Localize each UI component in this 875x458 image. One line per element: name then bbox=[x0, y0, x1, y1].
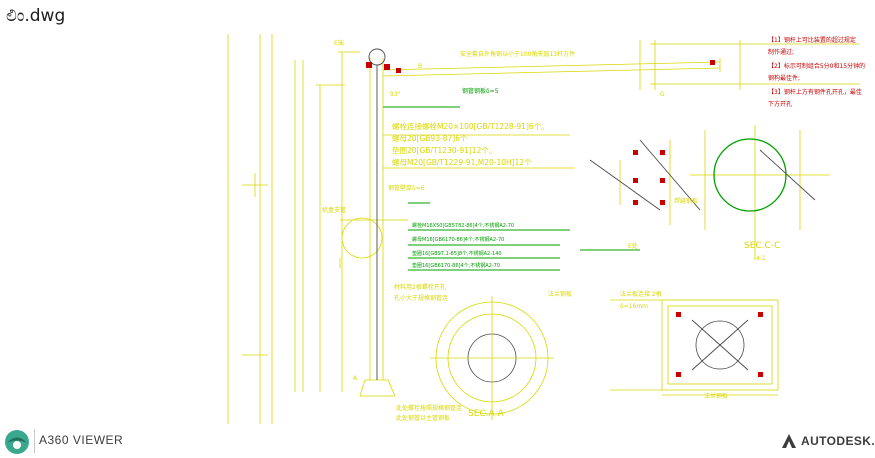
autodesk-label: AUTODESK. bbox=[801, 434, 875, 448]
sec-aa-label: SEC.A-A bbox=[468, 409, 505, 419]
a360-logo-icon bbox=[5, 430, 29, 454]
viewer-footer: A360 VIEWER AUTODESK. bbox=[0, 424, 875, 458]
g-label: G bbox=[660, 91, 665, 98]
e-detail-label: E处 bbox=[628, 242, 638, 250]
title-bar: ಲಿಂ.dwg bbox=[0, 0, 860, 34]
bolt-lines: 螺栓M16X50[GB5782-86]4个,不锈钢A2-70 螺母M16[GB6… bbox=[412, 222, 514, 269]
note-line: 【3】钢杆上方有钢件孔开孔，最佳 bbox=[768, 88, 862, 96]
base-note-1: 材料用2根螺栓开孔 bbox=[394, 283, 446, 291]
spec-line: 螺栓连接螺栓M20×100[GB/T1228-91]6个。 bbox=[392, 121, 549, 131]
spec-line: 垫圈20[GB/T1230-91]12个。 bbox=[392, 145, 496, 155]
footer-divider bbox=[34, 429, 35, 453]
side-box-label: 机盒支管 bbox=[322, 206, 346, 214]
b-label: B bbox=[418, 63, 422, 70]
weld-plate-label: 焊缝钢板 bbox=[674, 197, 698, 205]
plate-size-label: δ=16mm bbox=[620, 303, 648, 310]
spec-line: 螺母20[GB93-87]6个 bbox=[392, 133, 468, 143]
scale-label: 4:1 bbox=[756, 255, 766, 262]
flange-label: 法兰钢板 bbox=[548, 290, 572, 298]
note-line: 【2】标示可制组合5分0和15分钟的 bbox=[768, 62, 865, 70]
e-end-label: E端 bbox=[334, 39, 344, 47]
base-note-2: 孔小大于规格钢管连 bbox=[394, 294, 448, 302]
plate-note-label: 法兰板连接 2根 bbox=[620, 290, 662, 298]
arm-note-label: 安全套自外角钢以小于100角夹层13杆方件 bbox=[460, 50, 575, 58]
note-line: 制作通过; bbox=[768, 48, 794, 56]
viewer-label: A360 VIEWER bbox=[39, 433, 124, 447]
spec-line: 螺母M20[GB/T1229-91,M20-10H]12个 bbox=[392, 157, 532, 167]
plate-bottom-label: 法兰钢板 bbox=[704, 392, 728, 400]
sec-cc-label: SEC.C-C bbox=[744, 241, 780, 251]
bolt-line: 垫圈16[GB97.1-85]8个,不锈钢A2-140 bbox=[412, 250, 502, 257]
cad-drawing: 安全套自外角钢以小于100角夹层13杆方件 E端 B G 93° 钢管壁厚δ=6… bbox=[227, 34, 865, 424]
file-name-title: ಲಿಂ.dwg bbox=[6, 6, 66, 26]
weld-label: 钢管钢板δ=5 bbox=[462, 87, 499, 95]
notes-top: 【1】钢杆上可比装置的超过规定 制作通过; 【2】标示可制组合5分0和15分钟的… bbox=[768, 36, 865, 108]
a-label: A bbox=[353, 375, 358, 382]
note-line: 钢构最佳件; bbox=[768, 74, 800, 82]
angle-label: 93° bbox=[390, 91, 401, 98]
drawing-canvas[interactable]: 安全套自外角钢以小于100角夹层13杆方件 E端 B G 93° 钢管壁厚δ=6… bbox=[0, 34, 865, 424]
bolt-line: 螺母M16[GB6170-86]4个,不锈钢A2-70 bbox=[412, 236, 504, 243]
bolt-line: 垫圈16[GB6170-86]4个,不锈钢A2-70 bbox=[412, 262, 500, 269]
bottom-note-2: 此处钢管以主管钢板 bbox=[396, 414, 450, 422]
bolt-line: 螺栓M16X50[GB5782-86]4个,不锈钢A2-70 bbox=[412, 222, 514, 229]
note-line: 【1】钢杆上可比装置的超过规定 bbox=[768, 36, 856, 44]
note-line: 下方开孔 bbox=[768, 100, 792, 108]
bottom-note-1: 此处螺栓按照规格钢管连 bbox=[396, 404, 462, 412]
pole-wall-label: 钢管壁厚δ=6 bbox=[388, 184, 425, 192]
spec-lines: 螺栓连接螺栓M20×100[GB/T1228-91]6个。 螺母20[GB93-… bbox=[392, 121, 549, 167]
autodesk-icon bbox=[782, 434, 796, 448]
